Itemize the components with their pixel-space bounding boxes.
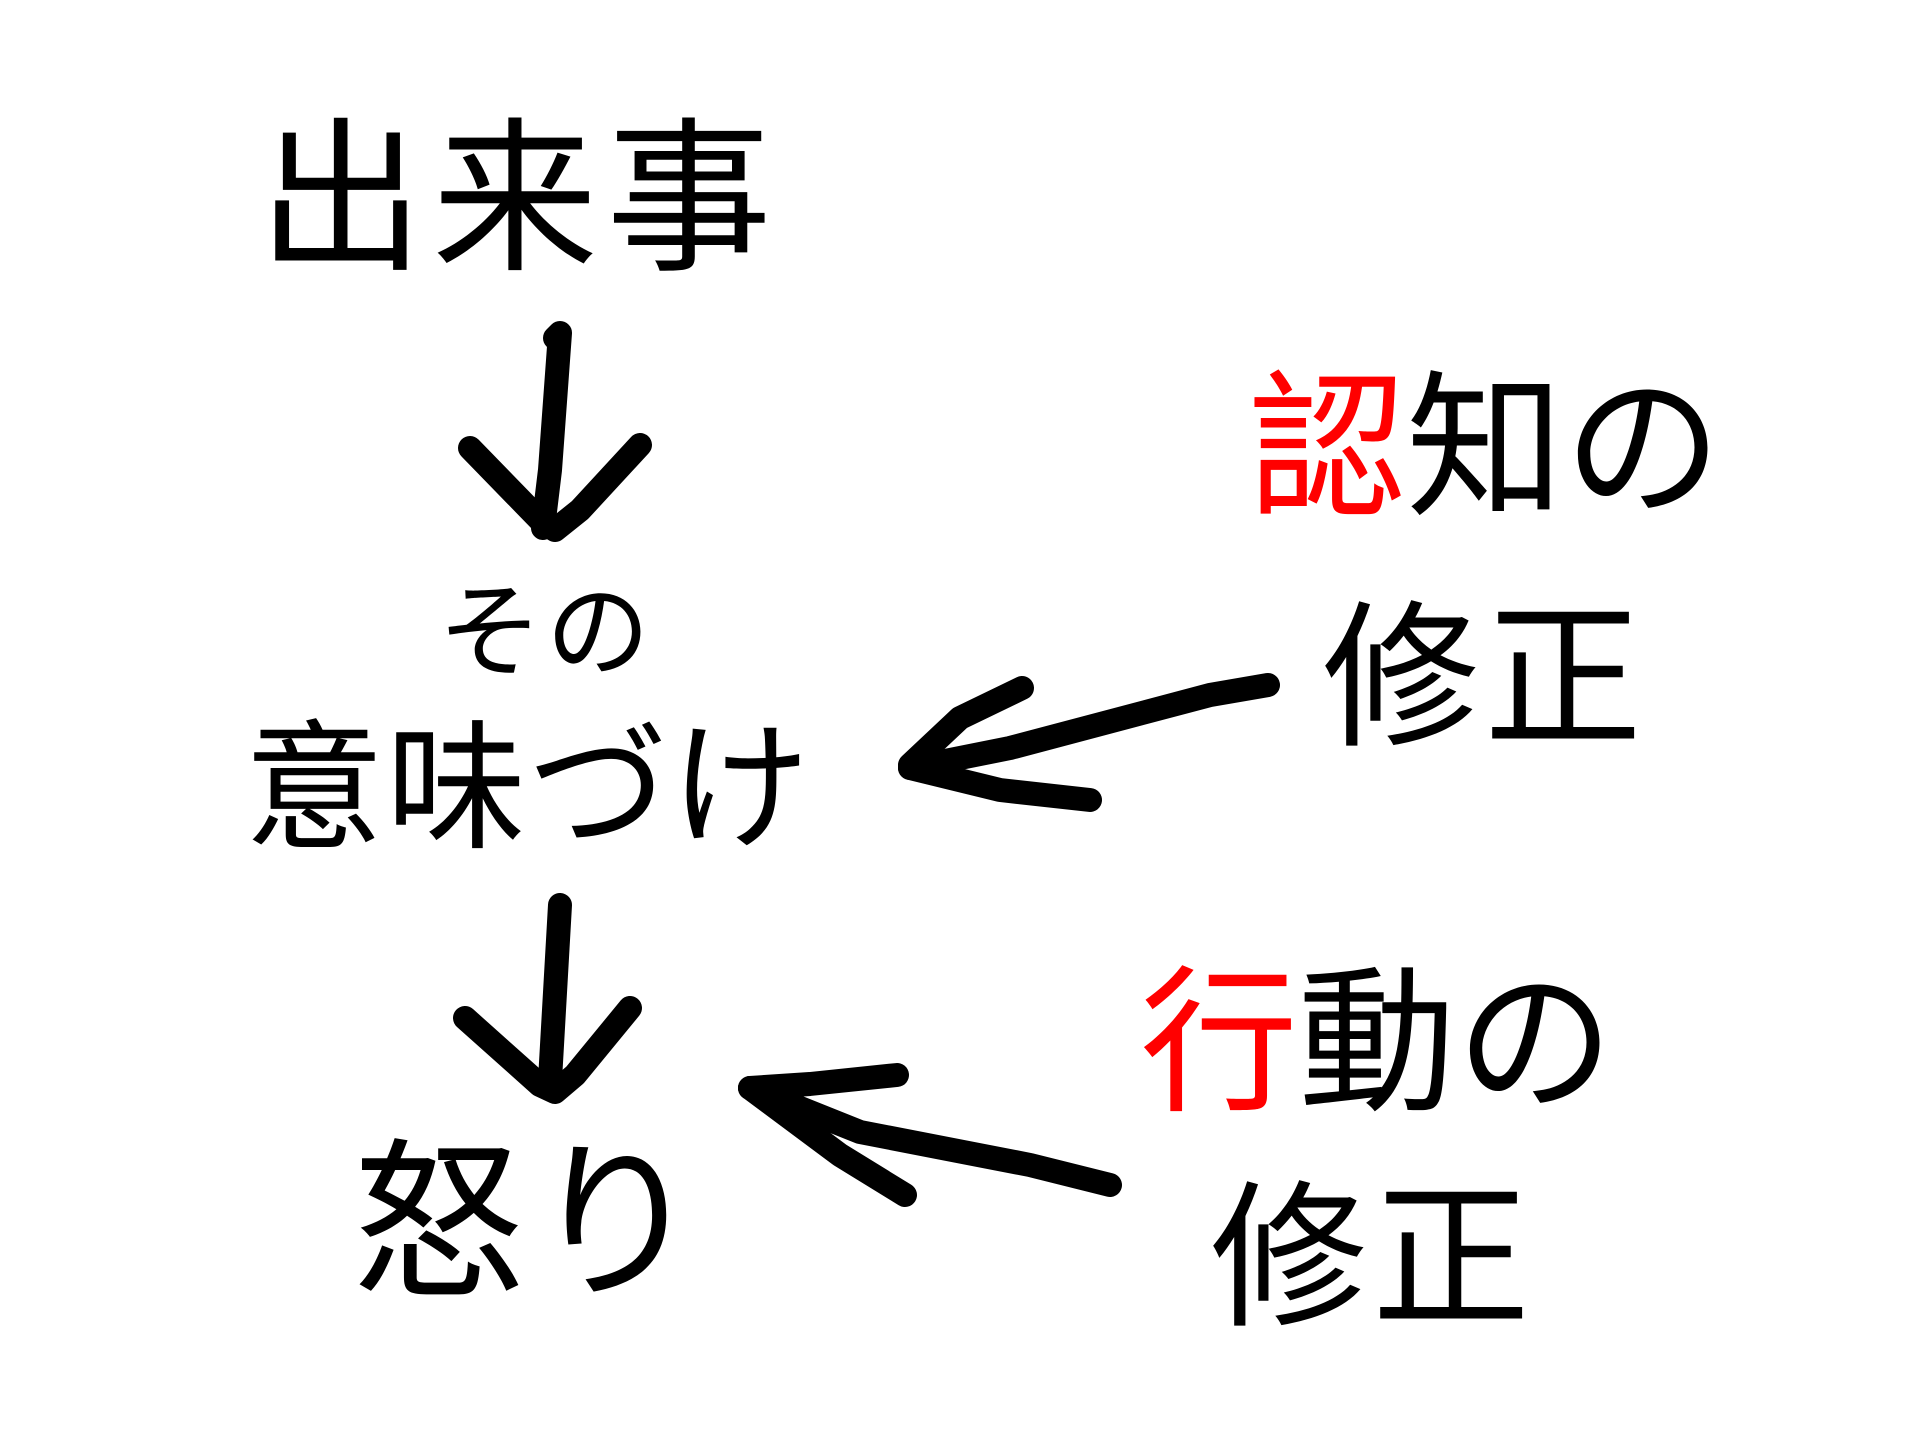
behavioral-highlight-char: 行 (1140, 952, 1298, 1136)
arrow-left-behavioral-to-anger (738, 1063, 1122, 1207)
meaning-label-line2: 意味づけ (244, 708, 813, 871)
event-label: 出来事 (258, 104, 780, 297)
anger-label: 怒り (352, 1123, 708, 1324)
arrow-left-cognitive-to-meaning (898, 673, 1280, 812)
behavioral-correction-label-line1: 行動の (1140, 965, 1614, 1123)
cognitive-rest-text: 知の (1406, 357, 1722, 541)
meaning-label-line1: その (438, 571, 655, 693)
cognitive-correction-label-line2: 修正 (1322, 587, 1646, 771)
behavioral-rest-text: 動の (1298, 952, 1614, 1136)
arrow-down-meaning-to-anger (453, 893, 642, 1104)
cognitive-highlight-char: 認 (1248, 357, 1406, 541)
cognitive-correction-label-line1: 認知の (1248, 370, 1722, 528)
behavioral-correction-label-line2: 修正 (1210, 1167, 1534, 1351)
arrow-down-event-to-meaning (458, 321, 652, 542)
